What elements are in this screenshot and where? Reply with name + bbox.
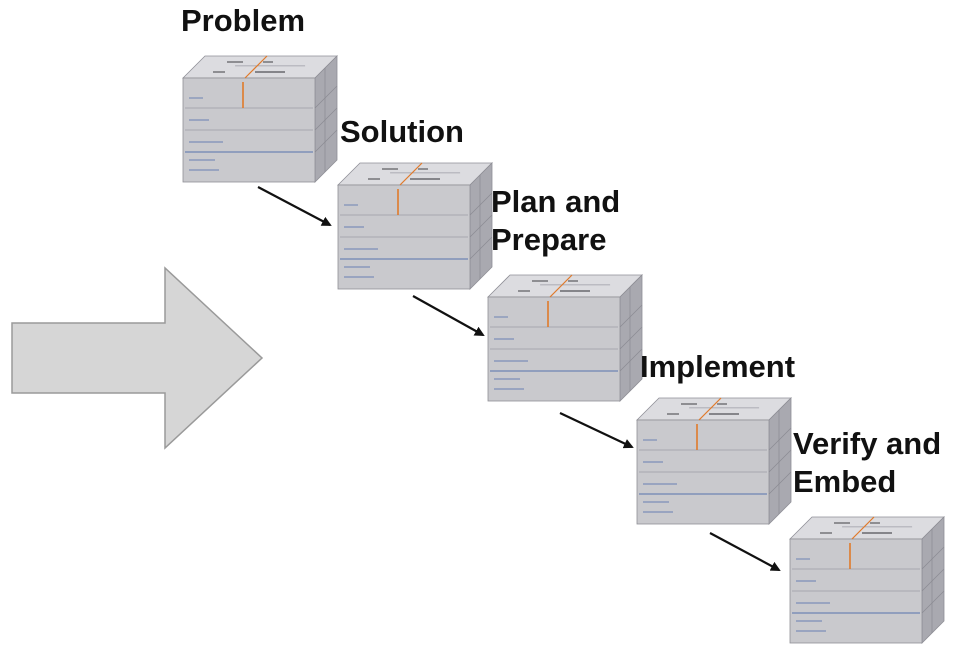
canvas-cube-icon — [636, 397, 792, 525]
canvas-cube-icon — [337, 162, 493, 290]
canvas-cube-icon — [789, 516, 945, 644]
diagonal-arrow-icon — [257, 186, 332, 226]
stage-label-implement: Implement — [640, 349, 796, 384]
diagonal-arrow-icon — [412, 295, 485, 336]
stage-label-solution: Solution — [340, 114, 464, 149]
canvas-cube-icon — [487, 274, 643, 402]
diagonal-arrow-icon — [559, 412, 634, 449]
stage-label-plan-and-prepare: Plan and Prepare — [491, 184, 621, 257]
canvas-cube-icon — [182, 55, 338, 183]
stage-label-problem: Problem — [181, 3, 306, 38]
diagonal-arrow-icon — [709, 532, 781, 571]
big-right-arrow-icon — [11, 266, 264, 450]
stage-label-verify-and-embed: Verify and Embed — [793, 426, 942, 499]
